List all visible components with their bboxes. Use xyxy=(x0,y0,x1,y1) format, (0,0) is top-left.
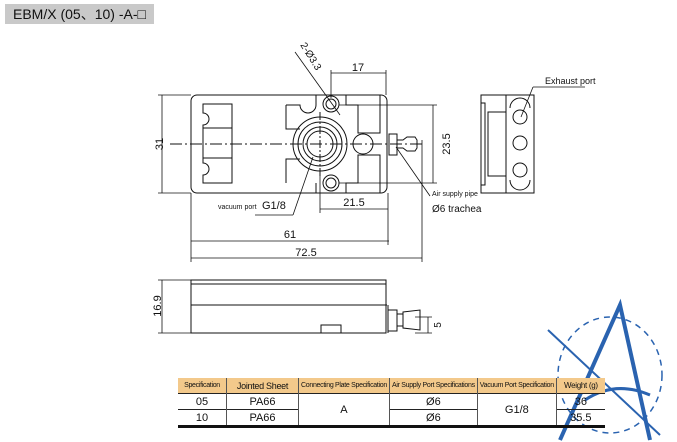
cell-sheet: PA66 xyxy=(226,393,299,410)
spec-table: Specification Jointed Sheet Connecting P… xyxy=(178,378,605,428)
cell-air: Ø6 xyxy=(388,393,478,410)
cell-spec: 10 xyxy=(178,409,227,428)
dim-23-5: 23.5 xyxy=(441,133,453,154)
air-supply-label: Air supply pipe xyxy=(432,191,478,198)
dim-16-9: 16.9 xyxy=(152,295,164,316)
header-weight: Weight (g) xyxy=(555,378,605,394)
table-header-row: Specification Jointed Sheet Connecting P… xyxy=(178,378,605,394)
front-view xyxy=(170,94,425,194)
cell-vacuum: G1/8 xyxy=(476,393,557,428)
cell-sheet: PA66 xyxy=(226,409,299,428)
header-vacuum-port: Vacuum Port Specification xyxy=(476,378,557,394)
header-specification: Specification xyxy=(178,378,227,394)
header-plate-spec: Connecting Plate Specification xyxy=(298,378,390,394)
vacuum-port-label: vacuum port xyxy=(218,204,257,211)
dim-72-5: 72.5 xyxy=(295,247,316,259)
cell-air: Ø6 xyxy=(388,409,478,428)
trachea-label: Ø6 trachea xyxy=(432,204,482,215)
cell-plate: A xyxy=(298,393,390,428)
dim-5: 5 xyxy=(433,322,444,328)
dimension-lines xyxy=(158,51,585,334)
bottom-view xyxy=(190,279,421,334)
exhaust-port-label: Exhaust port xyxy=(545,76,596,86)
dim-17: 17 xyxy=(352,62,364,74)
side-view xyxy=(480,94,535,194)
dim-31: 31 xyxy=(154,138,166,150)
model-title: EBM/X (05、10) -A-□ xyxy=(5,4,154,24)
header-jointed-sheet: Jointed Sheet xyxy=(226,378,299,394)
dim-21-5: 21.5 xyxy=(343,197,364,209)
dim-holes: 2-Ø3.3 xyxy=(297,41,323,73)
header-air-supply: Air Supply Port Specifications xyxy=(388,378,478,394)
cell-weight: 35.5 xyxy=(555,409,605,428)
table-row: 10 PA66 Ø6 35.5 xyxy=(178,409,605,428)
cell-weight: 36 xyxy=(555,393,605,410)
vacuum-port-value: G1/8 xyxy=(262,200,286,212)
cell-spec: 05 xyxy=(178,393,227,410)
table-row: 05 PA66 A Ø6 G1/8 36 xyxy=(178,393,605,428)
dim-61: 61 xyxy=(284,229,296,241)
